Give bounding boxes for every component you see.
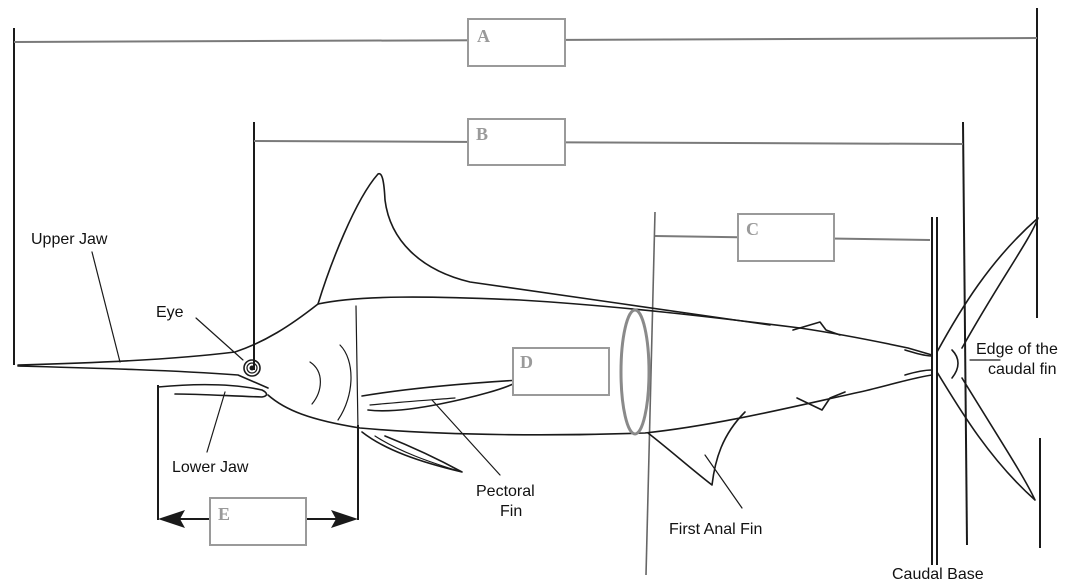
lower-jaw-label: Lower Jaw <box>172 459 249 476</box>
first-anal-fin-label: First Anal Fin <box>669 521 762 538</box>
measurement-d-label: D <box>520 352 533 372</box>
caudal-fin-upper-lobe <box>937 218 1038 352</box>
measurement-d: D <box>513 348 609 395</box>
lower-jaw <box>158 385 267 397</box>
measurement-b-label: B <box>476 124 488 144</box>
eye-icon <box>244 360 260 376</box>
upper-peduncle <box>800 328 932 355</box>
measurement-a-label: A <box>477 26 490 46</box>
measurement-e-label: E <box>218 504 230 524</box>
measurement-b: B <box>254 119 967 545</box>
gill-curve <box>310 362 320 404</box>
operculum-curve <box>338 345 351 420</box>
pelvic-fin-ray <box>375 436 455 470</box>
girth-ellipse <box>621 310 649 434</box>
bill-lower-edge <box>18 366 268 388</box>
pelvic-fin <box>362 432 462 472</box>
pectoral-fin-label-line1: Pectoral <box>476 483 535 500</box>
eye-label: Eye <box>156 304 184 321</box>
edge-caudal-fin-label-line1: Edge of the <box>976 341 1058 358</box>
upper-jaw-label: Upper Jaw <box>31 231 108 248</box>
back-contour <box>318 297 800 328</box>
pectoral-fin-label-line2: Fin <box>500 503 522 520</box>
measurement-b-right-line <box>963 122 967 545</box>
edge-caudal-fin-label-line2: caudal fin <box>988 361 1057 378</box>
measurement-c-label: C <box>746 219 759 239</box>
pectoral-fin-leader <box>432 400 500 475</box>
lower-jaw-leader <box>207 392 225 452</box>
first-anal-fin-shape <box>648 412 745 485</box>
pectoral-fin <box>362 380 520 411</box>
caudal-base-label: Caudal Base <box>892 566 984 583</box>
caudal-fin-lower-lobe <box>937 372 1035 500</box>
measurement-b-line <box>254 141 963 144</box>
preoperculum-line <box>356 306 358 430</box>
first-anal-fin-leader <box>705 455 742 508</box>
caudal-keel-bottom <box>905 370 932 375</box>
upper-jaw-leader <box>92 252 120 362</box>
marlin-outline <box>18 174 1038 500</box>
caudal-base-curve <box>952 350 958 378</box>
